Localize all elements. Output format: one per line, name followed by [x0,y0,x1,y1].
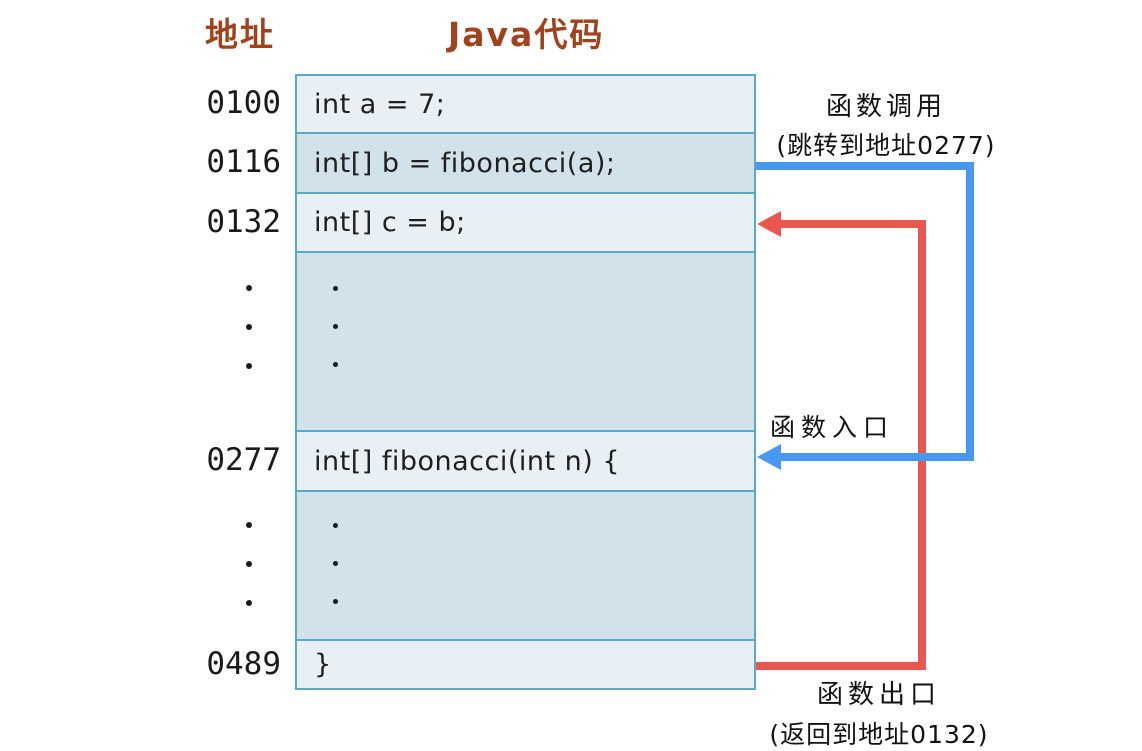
table-row-0132: int[] c = b; [297,192,754,251]
function-exit-title: 函数出口 [816,680,941,710]
address-label-0132: 0132 [206,203,281,240]
address-label-0489: 0489 [206,645,281,682]
code-text: int[] c = b; [314,207,466,238]
code-table: int a = 7; int[] b = fibonacci(a); int[]… [295,74,756,690]
code-text: int a = 7; [314,88,446,120]
code-text: int[] b = fibonacci(a); [314,147,616,179]
red-arrowhead-icon [757,211,781,237]
java-code-column-title: Java代码 [448,15,605,54]
address-ellipsis-bottom [246,522,252,606]
address-ellipsis-top [246,285,252,369]
address-column-title: 地址 [205,15,275,54]
code-ellipsis-top [333,286,338,367]
table-row-ellipsis-top [297,251,754,430]
function-exit-label: 函数出口 (返回到地址0132) [748,674,1010,751]
table-row-0277: int[] fibonacci(int n) { [297,430,754,490]
table-row-0489: } [297,639,754,688]
function-call-label: 函数调用 (跳转到地址0277) [758,86,1014,162]
table-row-0100: int a = 7; [297,76,754,132]
function-call-title: 函数调用 [825,92,946,122]
table-row-ellipsis-bottom [297,490,754,639]
address-label-0100: 0100 [206,85,281,121]
code-text: } [314,649,332,680]
address-label-0277: 0277 [206,442,281,478]
code-ellipsis-bottom [333,523,338,604]
function-entry-label: 函数入口 [770,413,895,442]
blue-arrowhead-icon [757,444,781,470]
code-text: int[] fibonacci(int n) { [314,445,621,477]
address-label-0116: 0116 [206,144,281,180]
table-row-0116: int[] b = fibonacci(a); [297,132,754,192]
function-exit-target: (返回到地址0132) [769,720,989,749]
function-call-target: (跳转到地址0277) [776,131,996,160]
